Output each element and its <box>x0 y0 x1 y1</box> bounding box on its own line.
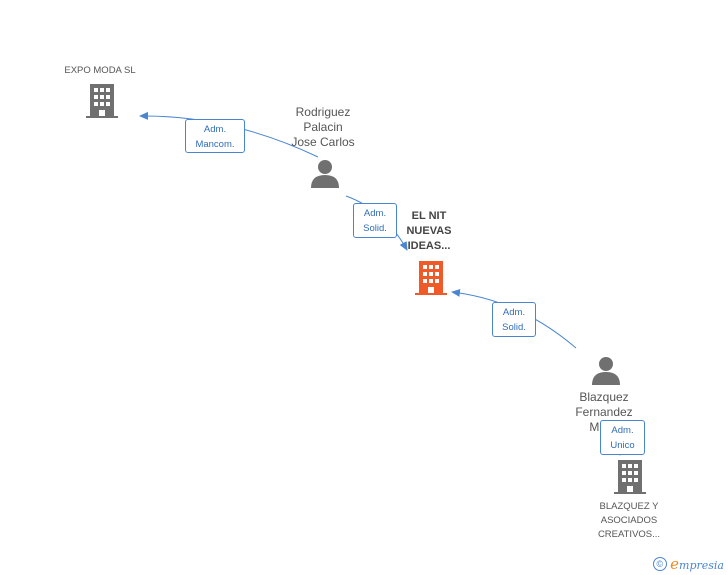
label-line: EL NIT <box>411 210 447 222</box>
building-icon-focus[interactable] <box>415 261 447 295</box>
label-line: IDEAS... <box>407 240 451 252</box>
person-icon[interactable] <box>591 355 621 385</box>
edge-label-line: Mancom. <box>195 139 235 150</box>
logo-text: mpresia <box>679 559 724 572</box>
edge-label-adm-solid[interactable]: Adm. Solid. <box>492 302 536 337</box>
edge-label-line: Solid. <box>363 223 387 234</box>
edge-label-adm-mancom[interactable]: Adm. Mancom. <box>185 119 245 153</box>
company-label-blazquez-asociados: BLAZQUEZ Y ASOCIADOS CREATIVOS... <box>569 500 689 542</box>
edge-label-line: Adm. <box>611 425 634 436</box>
company-label-expo-moda: EXPO MODA SL <box>64 65 136 76</box>
person-icon[interactable] <box>310 158 340 188</box>
edge-label-adm-unico[interactable]: Adm. Unico <box>600 420 645 455</box>
building-icon[interactable] <box>86 84 118 118</box>
label-line: Palacin <box>303 120 343 134</box>
label-line: Rodriguez <box>295 105 351 119</box>
label-line: BLAZQUEZ Y <box>599 501 659 512</box>
edge-label-line: Adm. <box>363 208 387 219</box>
label-line: NUEVAS <box>406 225 452 237</box>
empresia-logo[interactable]: empresia <box>670 555 724 573</box>
logo-initial: e <box>670 555 680 573</box>
label-line: Jose Carlos <box>291 135 355 149</box>
edge-label-line: Adm. <box>502 307 526 318</box>
label-line: Blazquez <box>579 390 629 404</box>
copyright-icon: © <box>652 557 667 571</box>
company-label-el-nit: EL NIT NUEVAS IDEAS... <box>379 209 479 254</box>
building-icon[interactable] <box>614 460 646 494</box>
label-line: Fernandez <box>575 405 633 419</box>
copyright-footer: © empresia <box>652 555 724 573</box>
label-line: ASOCIADOS <box>600 515 658 526</box>
edge-label-line: Adm. <box>203 124 227 135</box>
edge-label-adm-solid[interactable]: Adm. Solid. <box>353 203 397 238</box>
person-label-rodriguez: Rodriguez Palacin Jose Carlos <box>263 105 383 150</box>
edge-label-line: Solid. <box>502 322 526 333</box>
label-line: CREATIVOS... <box>597 529 661 540</box>
edge-label-line: Unico <box>610 440 635 451</box>
